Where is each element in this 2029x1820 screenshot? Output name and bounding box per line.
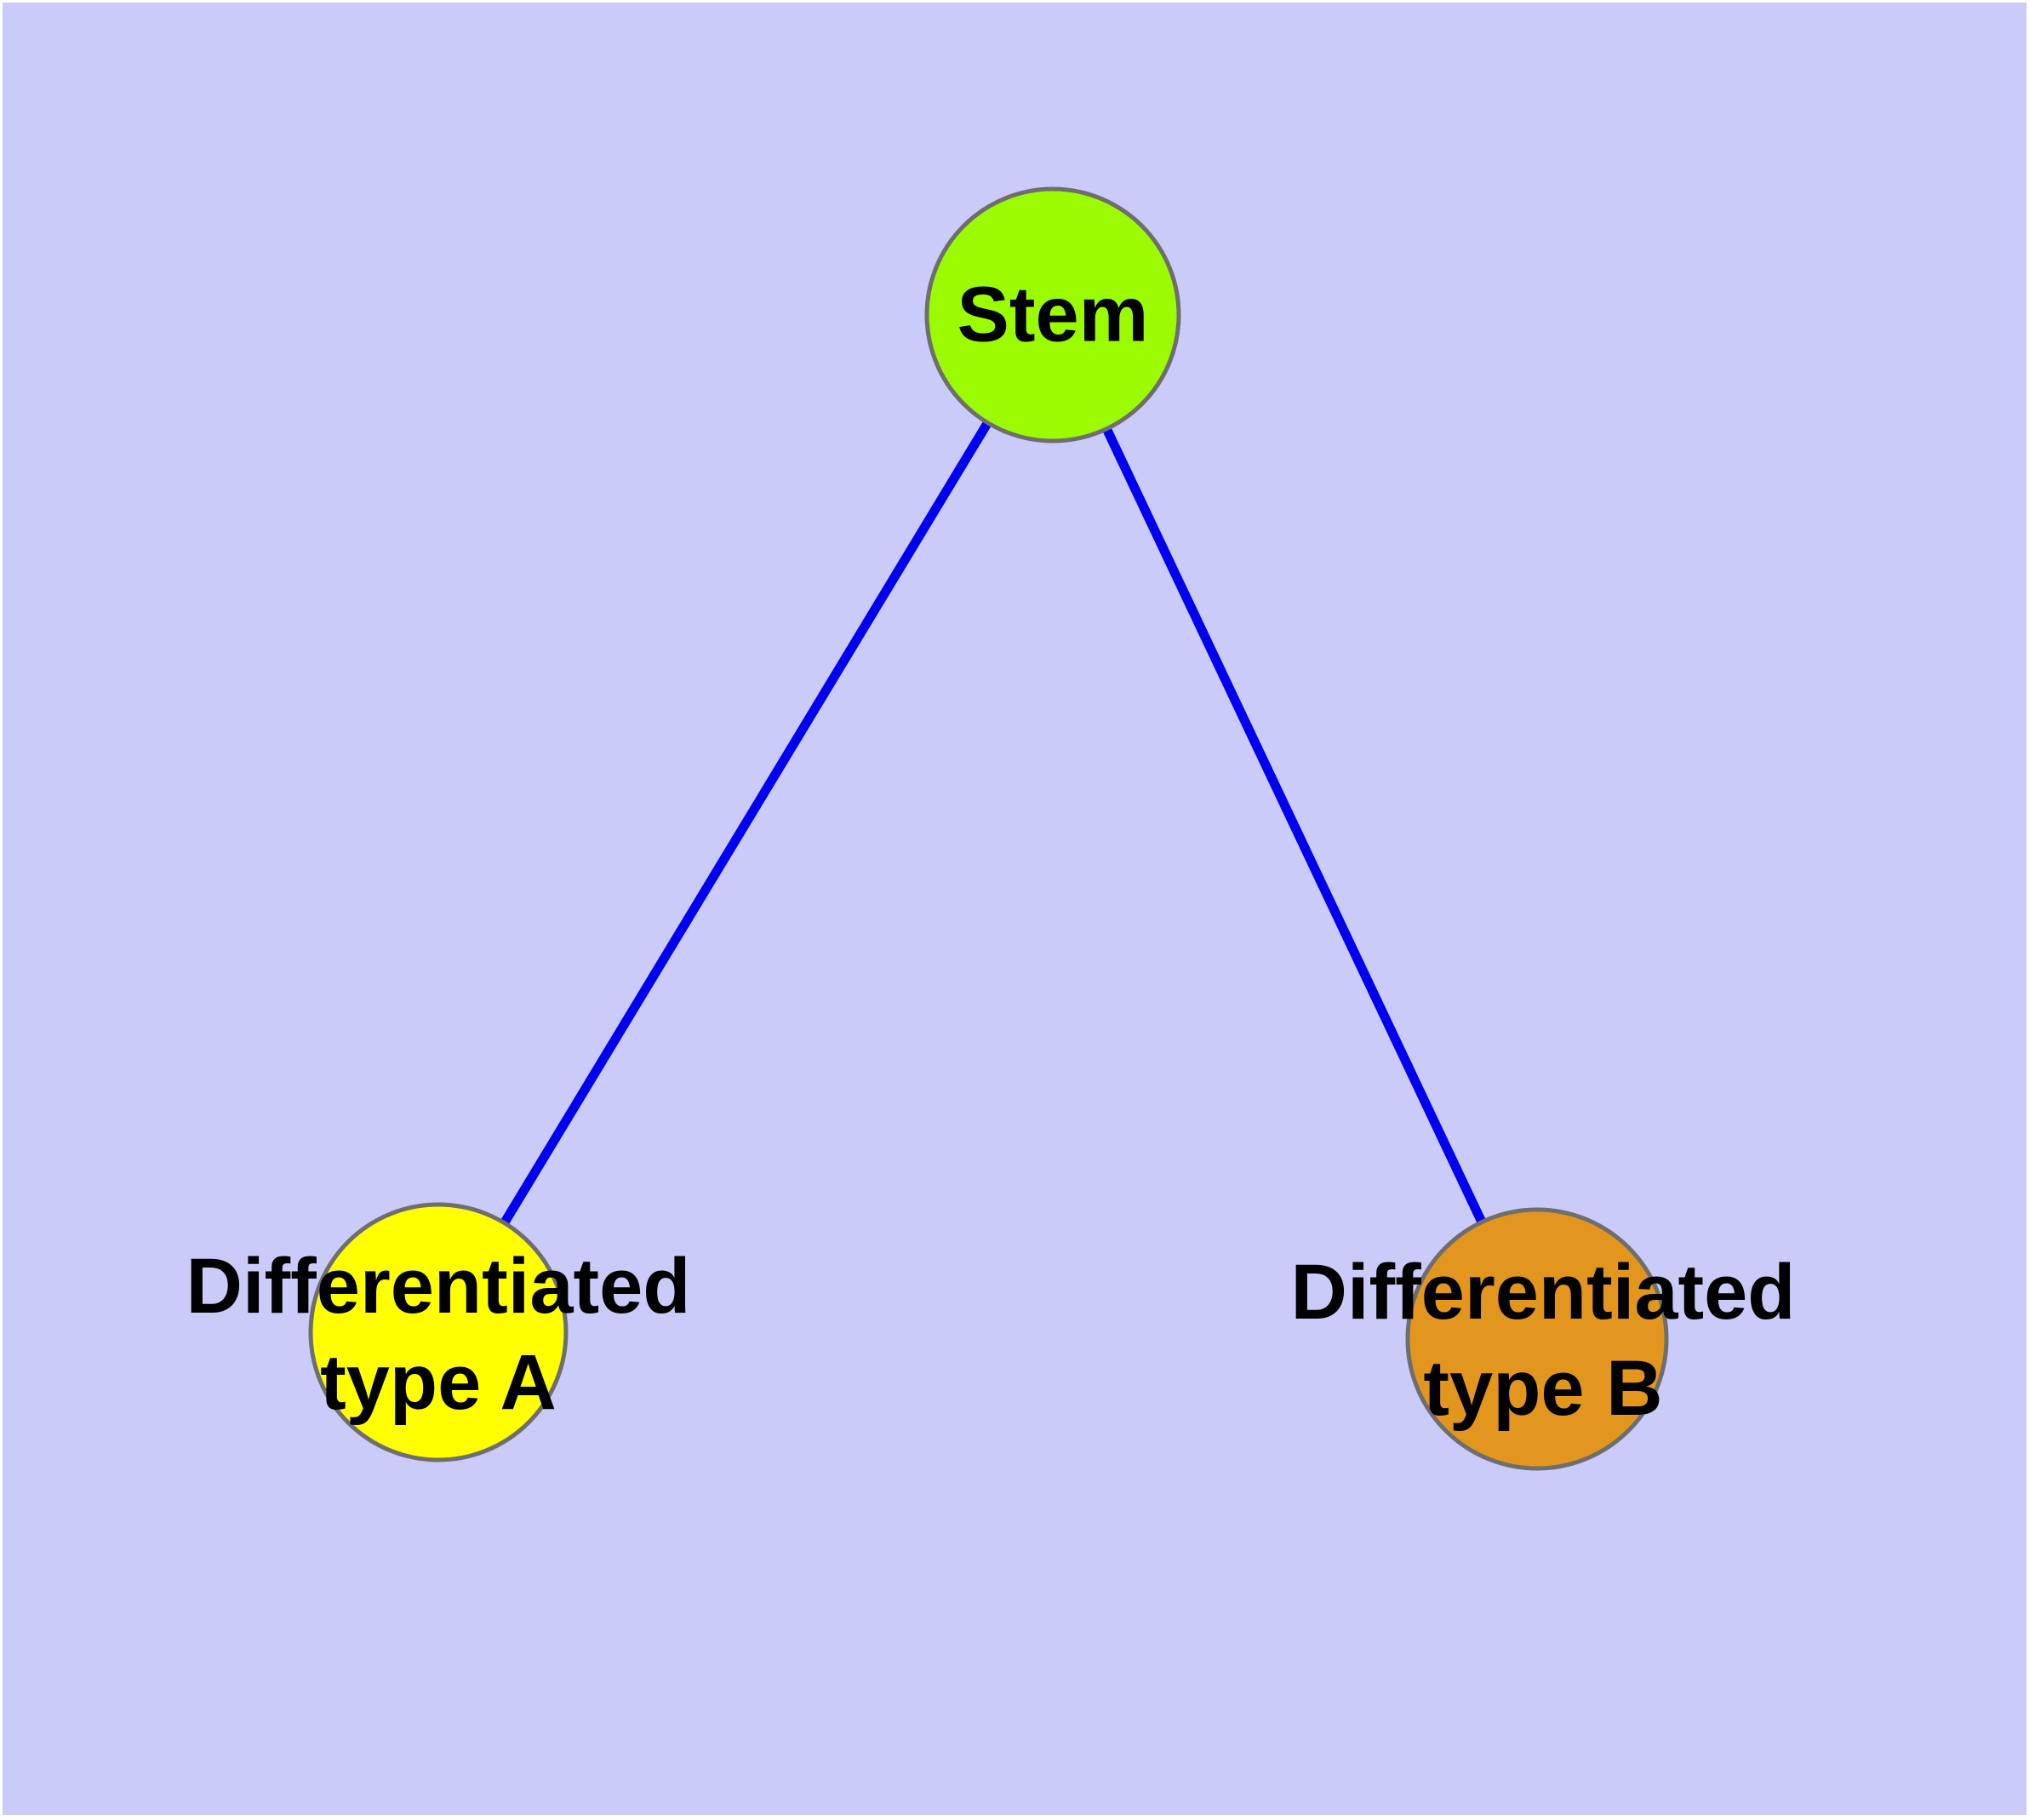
- node-type-a-label: Differentiated type A: [186, 1239, 691, 1431]
- node-type-b-circle: [1405, 1207, 1669, 1471]
- diagram-canvas: Stem Differentiated type A Differentiate…: [3, 3, 2026, 1815]
- node-stem-circle: [924, 186, 1181, 444]
- node-type-a-label-line2: type A: [320, 1339, 557, 1426]
- node-type-a-circle: [308, 1202, 569, 1462]
- node-type-b-label-line1: Differentiated: [1290, 1249, 1796, 1336]
- edge-stem-to-type-a: [434, 312, 1057, 1335]
- node-stem-label: Stem: [957, 267, 1149, 363]
- node-type-b-label: Differentiated type B: [1291, 1245, 1796, 1437]
- node-type-a-label-line1: Differentiated: [186, 1243, 691, 1330]
- node-type-b-label-line2: type B: [1423, 1345, 1663, 1432]
- node-stem-label-line1: Stem: [957, 271, 1149, 358]
- graph-svg: [308, 186, 1669, 1471]
- edge-stem-to-type-b: [1049, 312, 1541, 1342]
